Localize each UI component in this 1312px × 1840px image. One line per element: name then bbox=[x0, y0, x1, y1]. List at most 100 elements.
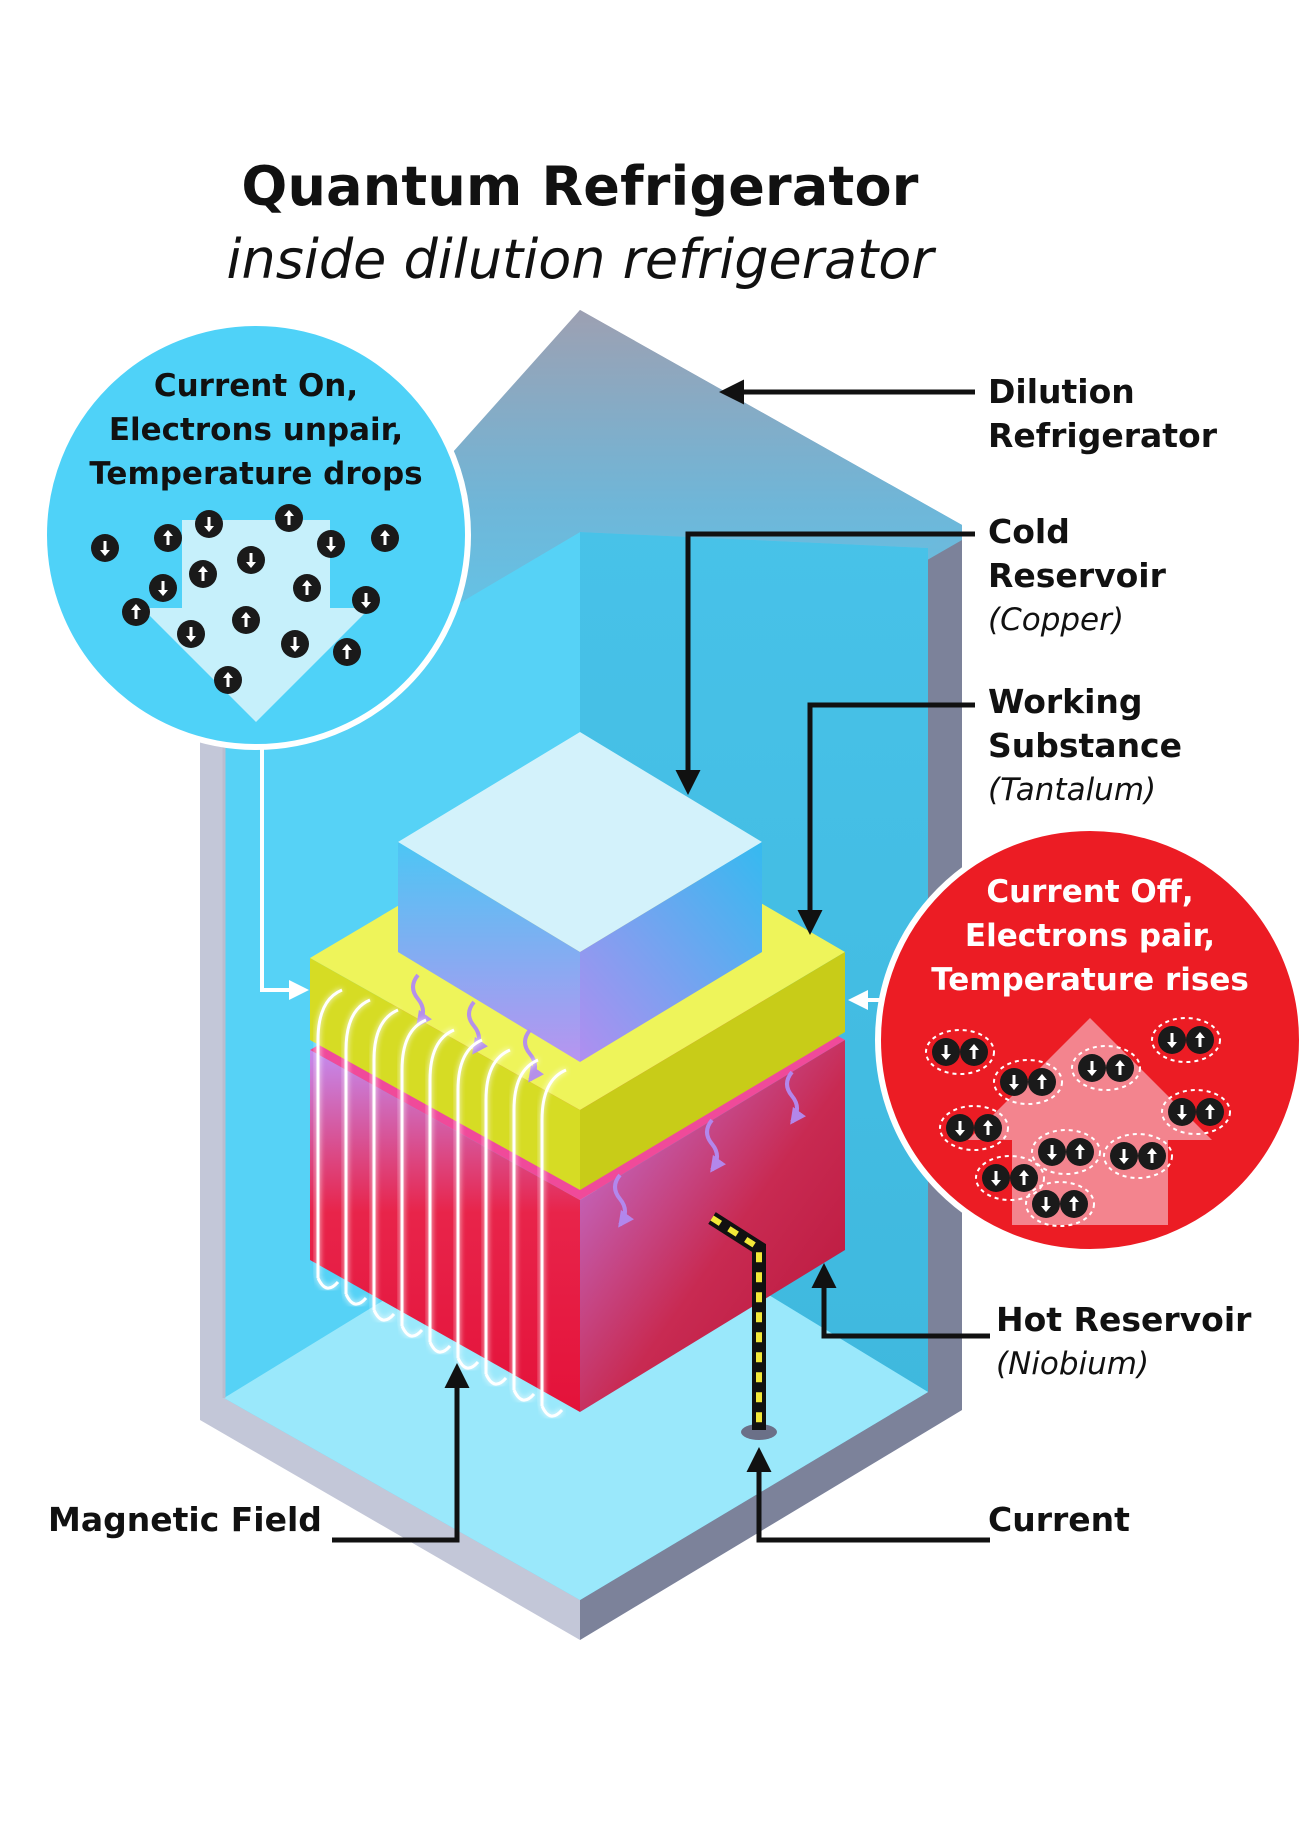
page-title: Quantum Refrigerator bbox=[241, 155, 919, 218]
label-dilution-line-2: Refrigerator bbox=[988, 416, 1218, 455]
electron-spin-down bbox=[1078, 1054, 1106, 1082]
label-current: Current bbox=[988, 1500, 1130, 1539]
electron-spin-up bbox=[293, 574, 321, 602]
cold-reservoir bbox=[398, 732, 762, 1062]
electron-spin-up bbox=[333, 638, 361, 666]
label-hot-reservoir: Hot Reservoir (Niobium) bbox=[996, 1298, 1251, 1386]
electron-spin-up bbox=[1010, 1164, 1038, 1192]
electron-spin-down bbox=[237, 546, 265, 574]
leader-lines bbox=[332, 379, 990, 1543]
bubble-current-off bbox=[875, 825, 1305, 1255]
page-subtitle: inside dilution refrigerator bbox=[226, 228, 934, 291]
electron-spin-up bbox=[371, 524, 399, 552]
electron-spin-down bbox=[982, 1164, 1010, 1192]
label-cold-line-2: Reservoir bbox=[988, 556, 1166, 595]
magnetic-field-loop bbox=[372, 1309, 396, 1322]
electron-spin-down bbox=[352, 586, 380, 614]
label-cold-material: (Copper) bbox=[988, 602, 1124, 638]
spin-electron-pairs bbox=[925, 1017, 1231, 1227]
bubble-off-text: Current Off, Electrons pair, Temperature… bbox=[890, 870, 1290, 1002]
bubble-on-line-2: Electrons unpair, bbox=[108, 412, 404, 448]
electron-spin-down bbox=[932, 1038, 960, 1066]
electron-spin-down bbox=[946, 1114, 974, 1142]
leader-current bbox=[746, 1447, 990, 1543]
electron-spin-down bbox=[1168, 1098, 1196, 1126]
magnetic-field-line bbox=[456, 1038, 483, 1358]
magnetic-field-line bbox=[400, 1018, 427, 1326]
magnetic-field-line bbox=[540, 1068, 567, 1406]
electron-pair bbox=[1031, 1129, 1101, 1175]
label-cold-reservoir: Cold Reservoir (Copper) bbox=[988, 510, 1166, 642]
magnetic-field-loop bbox=[512, 1389, 536, 1402]
magnetic-field-loop bbox=[344, 1293, 368, 1306]
electron-spin-up bbox=[232, 606, 260, 634]
label-hot-material: (Niobium) bbox=[996, 1346, 1150, 1382]
electron-spin-up bbox=[1106, 1054, 1134, 1082]
magnetic-field-loop bbox=[400, 1325, 424, 1338]
magnetic-field-line bbox=[344, 998, 371, 1294]
cold-right bbox=[580, 842, 762, 1062]
electron-spin-up bbox=[1066, 1138, 1094, 1166]
current-wire bbox=[708, 1212, 777, 1440]
heat-flow-arrows bbox=[411, 973, 806, 1228]
electron-spin-down bbox=[149, 574, 177, 602]
label-working-substance: Working Substance (Tantalum) bbox=[988, 680, 1182, 812]
magnetic-field-loop bbox=[316, 1277, 340, 1290]
leader-working bbox=[797, 702, 975, 935]
bubble-on-text: Current On, Electrons unpair, Temperatur… bbox=[56, 364, 456, 496]
working-right bbox=[580, 952, 845, 1190]
electron-spin-up bbox=[189, 560, 217, 588]
electron-spin-up bbox=[1060, 1190, 1088, 1218]
electron-spin-down bbox=[281, 630, 309, 658]
electron-pair bbox=[1161, 1089, 1231, 1135]
bubble-off-line-3: Temperature rises bbox=[931, 962, 1249, 998]
electron-pair bbox=[1151, 1017, 1221, 1063]
bubble-current-on bbox=[41, 320, 471, 750]
electron-spin-up bbox=[214, 666, 242, 694]
bubble-off-line-2: Electrons pair, bbox=[964, 918, 1216, 954]
label-hot-line-1: Hot Reservoir bbox=[996, 1300, 1252, 1339]
electron-spin-up bbox=[275, 504, 303, 532]
electron-spin-up bbox=[960, 1038, 988, 1066]
electron-spin-down bbox=[1032, 1190, 1060, 1218]
bubble-on-line-3: Temperature drops bbox=[89, 456, 423, 492]
electron-spin-up bbox=[974, 1114, 1002, 1142]
label-working-line-2: Substance bbox=[988, 726, 1183, 765]
cold-left bbox=[398, 842, 580, 1062]
label-dilution-refrigerator: Dilution Refrigerator bbox=[988, 370, 1217, 458]
electron-spin-down bbox=[1110, 1142, 1138, 1170]
label-working-material: (Tantalum) bbox=[988, 772, 1157, 808]
magnetic-field-loop bbox=[428, 1341, 452, 1354]
label-working-line-1: Working bbox=[988, 682, 1143, 721]
label-magnetic-field: Magnetic Field bbox=[48, 1500, 322, 1539]
electron-spin-down bbox=[317, 530, 345, 558]
electron-spin-down bbox=[195, 510, 223, 538]
electron-spin-up bbox=[1028, 1068, 1056, 1096]
label-cold-line-1: Cold bbox=[988, 512, 1070, 551]
magnetic-field-line bbox=[372, 1008, 399, 1310]
electron-spin-up bbox=[154, 524, 182, 552]
spin-electrons-unpaired bbox=[91, 504, 399, 694]
magnetic-field-line bbox=[316, 988, 343, 1278]
bubble-off-line-1: Current Off, bbox=[986, 874, 1194, 910]
electron-spin-down bbox=[177, 620, 205, 648]
electron-pair bbox=[939, 1105, 1009, 1151]
electron-spin-down bbox=[1158, 1026, 1186, 1054]
electron-pair bbox=[1025, 1181, 1095, 1227]
electron-pair bbox=[975, 1155, 1045, 1201]
electron-pair bbox=[1103, 1133, 1173, 1179]
magnetic-field-line bbox=[512, 1058, 539, 1390]
magnetic-field-loop bbox=[540, 1405, 564, 1418]
magnetic-field-line bbox=[484, 1048, 511, 1374]
leader-hot bbox=[811, 1263, 990, 1339]
label-dilution-line-1: Dilution bbox=[988, 372, 1135, 411]
electron-pair bbox=[1071, 1045, 1141, 1091]
electron-pair bbox=[993, 1059, 1063, 1105]
electron-spin-up bbox=[122, 598, 150, 626]
electron-spin-down bbox=[1038, 1138, 1066, 1166]
magnetic-field-loop bbox=[484, 1373, 508, 1386]
current-wire-port bbox=[741, 1424, 777, 1440]
electron-pair bbox=[925, 1029, 995, 1075]
